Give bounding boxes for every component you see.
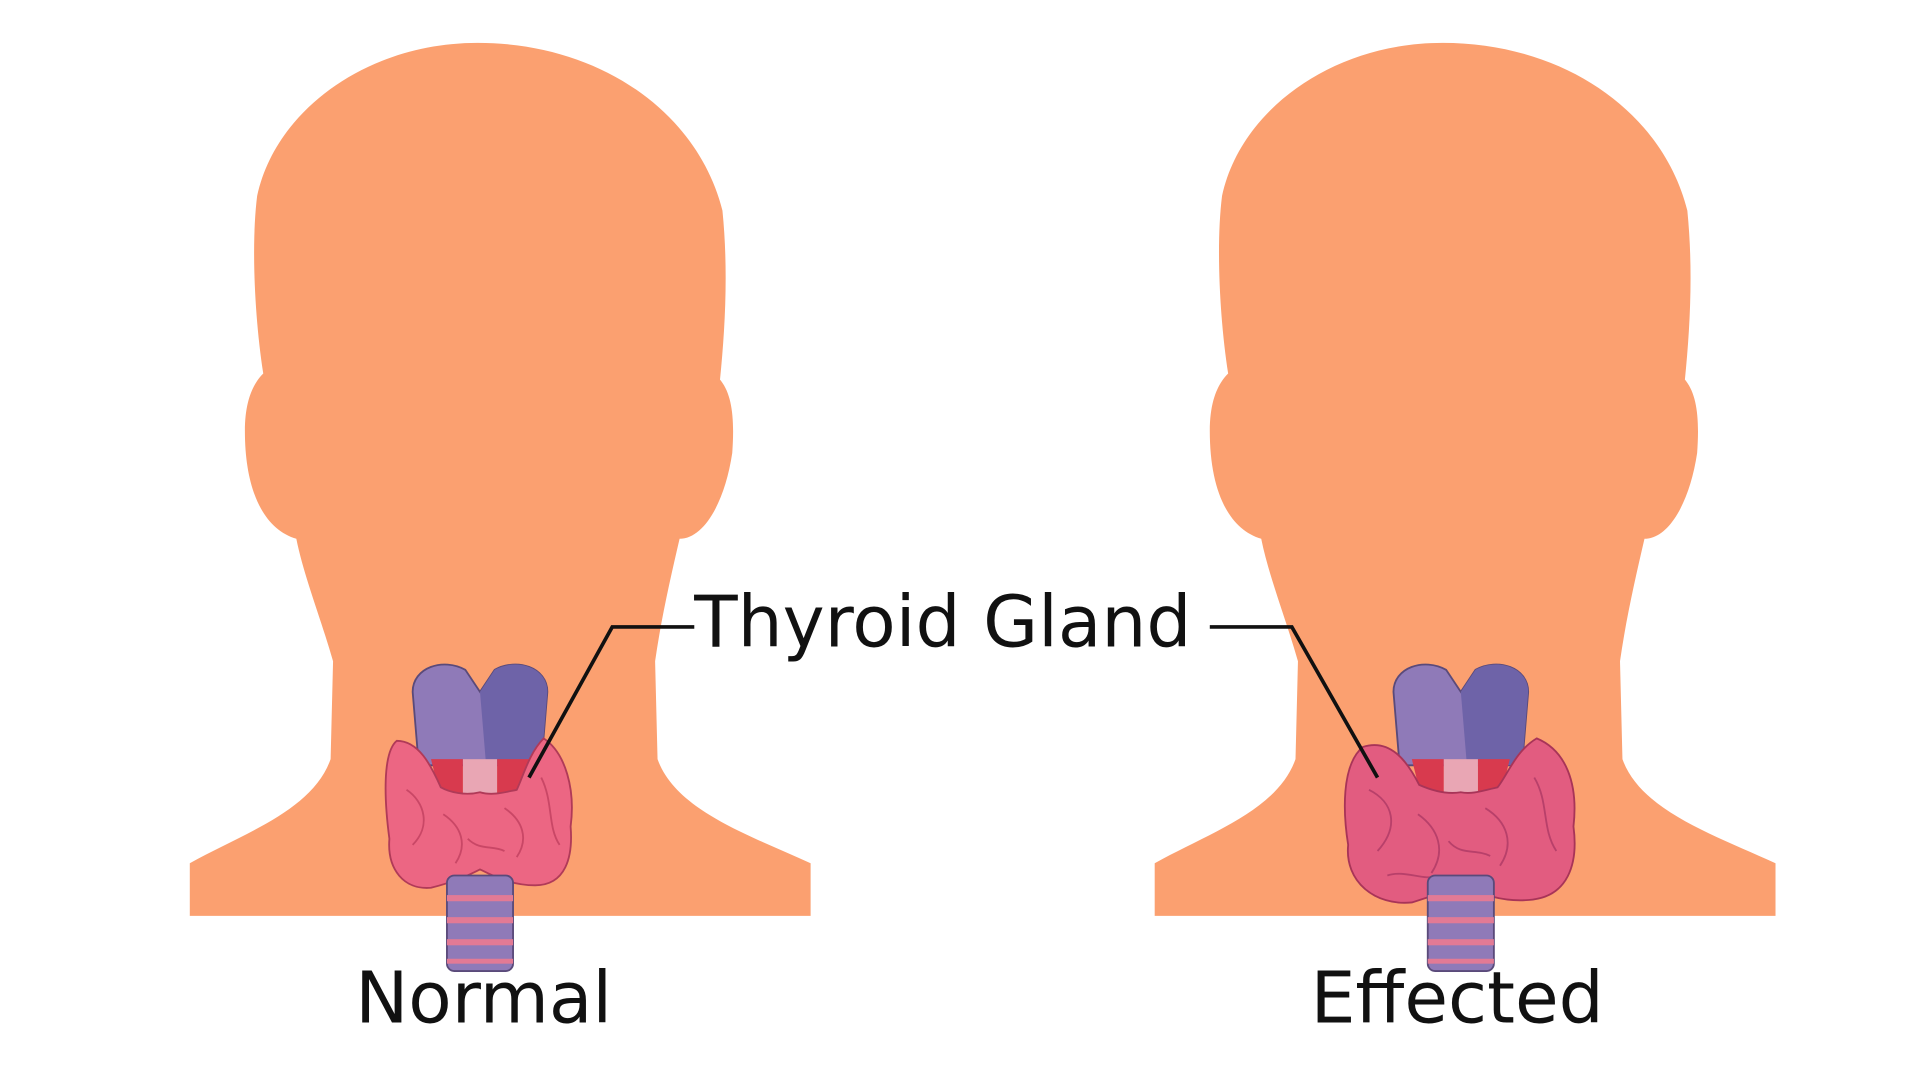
normal-panel: [189, 42, 811, 972]
normal-caption: Normal: [355, 956, 612, 1039]
leader-line-effected: [1209, 625, 1380, 779]
thyroid-normal: [384, 663, 573, 972]
effected-panel: [1154, 42, 1776, 972]
leader-line-normal: [527, 625, 695, 779]
thyroid-gland-label: Thyroid Gland: [693, 581, 1191, 664]
thyroid-effected: [1343, 663, 1576, 972]
effected-caption: Effected: [1311, 956, 1604, 1039]
